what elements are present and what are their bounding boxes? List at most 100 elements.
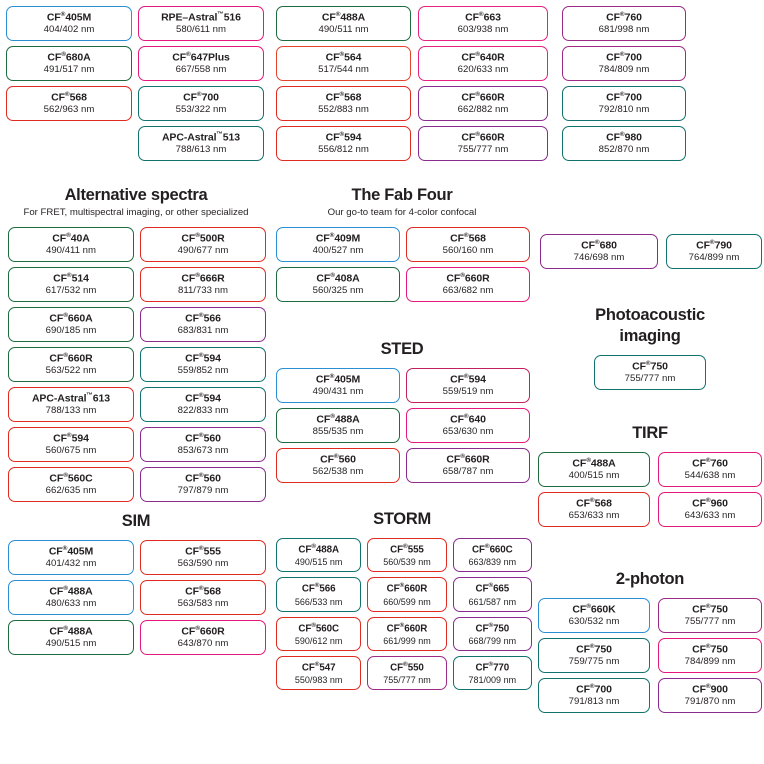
dye-name: CF®405M [46, 11, 92, 24]
dye-spectra-values: 663/839 nm [468, 557, 517, 568]
dye-spectra-values: 690/185 nm [45, 325, 97, 337]
dye-spectra-values: 556/812 nm [318, 144, 369, 156]
dye-name: CF®750 [576, 642, 612, 656]
dye-spectra-values: 560/539 nm [383, 557, 431, 568]
dye-spectra-values: 490/411 nm [46, 245, 96, 257]
dye-spectra-values: 643/633 nm [684, 510, 736, 522]
dye-spectra-values: 797/879 nm [177, 485, 229, 497]
dye-spectra-values: 661/587 nm [468, 596, 517, 607]
dye-name: CF®560C [49, 471, 93, 485]
dye-spectra-values: 755/777 nm [624, 373, 676, 385]
dye-spectra-values: 603/938 nm [457, 24, 509, 36]
dye-spectra-values: 792/810 nm [598, 104, 650, 116]
dye-name: CF®750 [632, 360, 668, 373]
dye-name: CF®568 [576, 496, 612, 510]
dye-spectra-values: 784/899 nm [684, 656, 736, 668]
dye-name: CF®660R [446, 452, 490, 466]
dye-spectra-values: 552/883 nm [318, 104, 369, 116]
dye-name: CF®660R [49, 351, 93, 365]
dye-spectra-values: 560/160 nm [442, 245, 494, 257]
